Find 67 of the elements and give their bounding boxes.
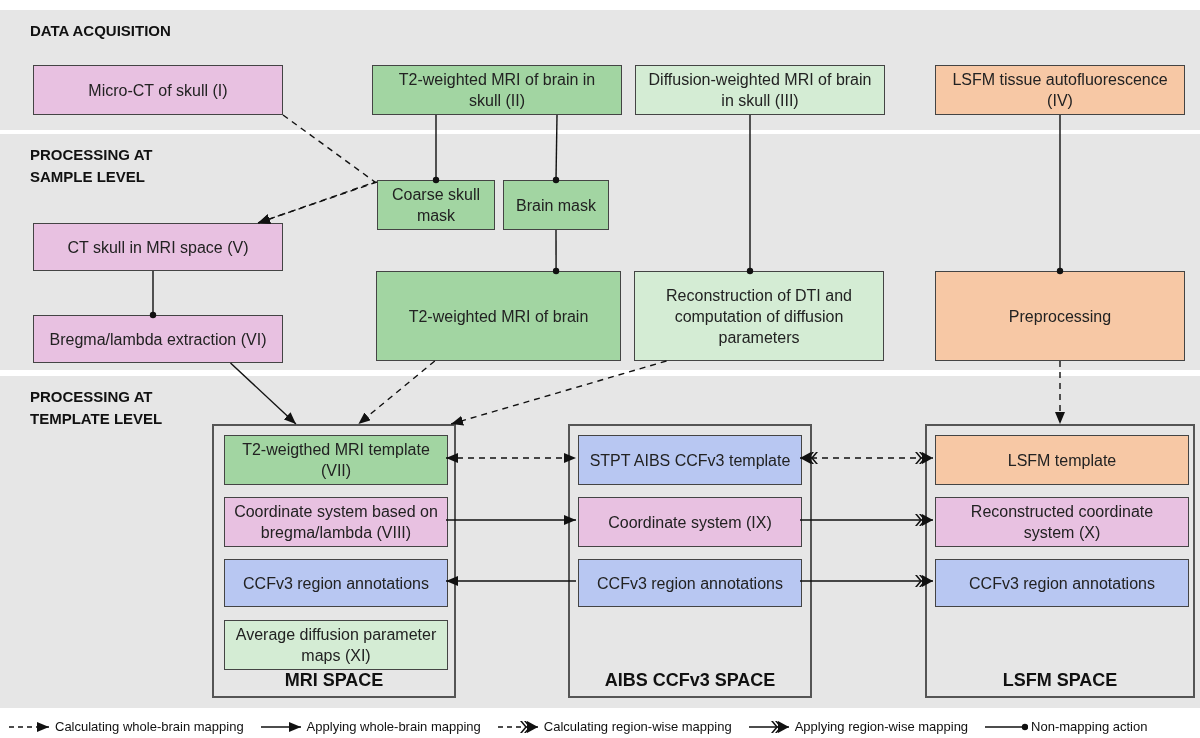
process-box: [33, 65, 283, 115]
space-panel: [212, 424, 456, 698]
process-box: [935, 559, 1189, 607]
arrow: [229, 362, 297, 425]
legend-text: Applying whole-brain mapping: [306, 718, 481, 736]
process-box: [935, 497, 1189, 547]
box-text: CT skull in MRI space (V): [67, 237, 249, 258]
process-box: [376, 271, 621, 361]
arrow: [445, 576, 577, 586]
box-text: Micro-CT of skull (I): [88, 80, 228, 101]
section-heading: PROCESSING AT SAMPLE LEVEL: [30, 146, 153, 185]
box-text: LSFM template: [1007, 450, 1117, 471]
process-box: [224, 559, 448, 607]
box-text: T2-weigthed MRI template (VII): [241, 440, 431, 481]
process-box: [224, 435, 448, 485]
process-box: [33, 315, 283, 363]
box-text: Coarse skull mask: [391, 185, 481, 226]
legend-text: Non-mapping action: [1031, 718, 1148, 736]
legend-text: Calculating region-wise mapping: [543, 718, 732, 736]
process-box: [503, 180, 609, 230]
section-heading: PROCESSING AT TEMPLATE LEVEL: [30, 388, 163, 427]
process-box: [634, 271, 884, 361]
arrow: [1055, 360, 1065, 425]
box-text: LSFM tissue autofluorescence (IV): [951, 70, 1169, 111]
legend-text: Applying region-wise mapping: [794, 718, 969, 736]
process-box: [224, 497, 448, 547]
process-box: [224, 620, 448, 670]
box-text: Reconstruction of DTI and computation of diffusion parameters: [665, 285, 853, 348]
arrow: [257, 181, 378, 224]
process-box: [372, 65, 622, 115]
section-band: [0, 376, 1200, 708]
box-text: Reconstructed coordinate system (X): [969, 502, 1155, 543]
arrow: [445, 515, 577, 525]
section-heading: MRI SPACE: [284, 670, 384, 690]
box-text: Average diffusion parameter maps (XI): [234, 625, 438, 666]
process-box: [935, 65, 1185, 115]
process-box: [635, 65, 885, 115]
process-box: [377, 180, 495, 230]
process-box: [578, 559, 802, 607]
arrow: [445, 453, 577, 463]
box-text: T2-weighted MRI of brain in skull (II): [397, 70, 597, 111]
section-heading: AIBS CCFv3 SPACE: [604, 670, 776, 690]
box-text: Coordinate system (IX): [608, 512, 772, 533]
box-text: Bregma/lambda extraction (VI): [49, 329, 267, 350]
box-text: STPT AIBS CCFv3 template: [589, 450, 791, 471]
section-heading: LSFM SPACE: [1002, 670, 1118, 690]
process-box: [578, 497, 802, 547]
arrow: [357, 360, 436, 425]
box-text: CCFv3 region annotations: [969, 573, 1155, 594]
box-text: Preprocessing: [1008, 306, 1112, 327]
box-text: Coordinate system based on bregma/lambda (VIII): [233, 502, 439, 543]
space-panel: [925, 424, 1195, 698]
legend-text: Calculating whole-brain mapping: [55, 718, 244, 736]
box-text: CCFv3 region annotations: [243, 573, 429, 594]
section-band: [0, 10, 1200, 130]
box-text: Brain mask: [516, 195, 596, 216]
process-box: [33, 223, 283, 271]
box-text: CCFv3 region annotations: [597, 573, 783, 594]
section-band: [0, 134, 1200, 370]
box-text: Diffusion-weighted MRI of brain in skull (III): [647, 70, 873, 111]
process-box: [578, 435, 802, 485]
box-text: T2-weighted MRI of brain: [408, 306, 589, 327]
process-box: [935, 435, 1189, 485]
process-box: [935, 271, 1185, 361]
arrow: [450, 360, 668, 426]
section-heading: DATA ACQUISITION: [30, 22, 171, 39]
space-panel: [568, 424, 812, 698]
